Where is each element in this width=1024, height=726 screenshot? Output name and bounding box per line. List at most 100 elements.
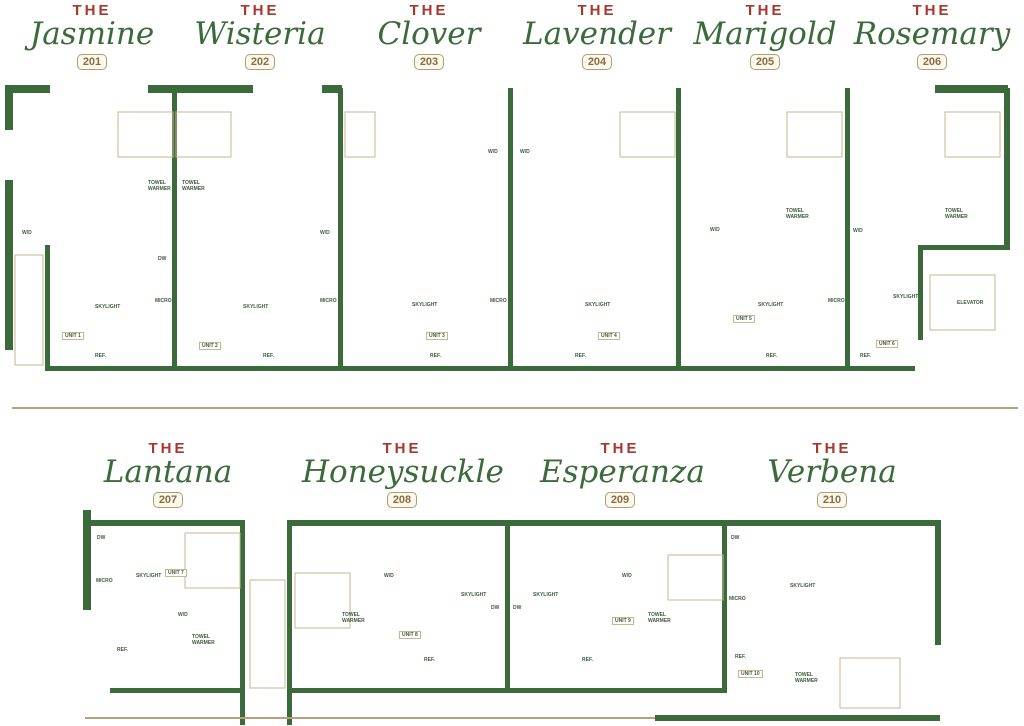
washer-dryer-label: W/D (853, 228, 863, 234)
title-prefix: THE (577, 2, 617, 19)
skylight-label: SKYLIGHT (585, 302, 611, 308)
unit-name: Wisteria (194, 16, 326, 52)
towel-warmer-label: TOWEL WARMER (192, 634, 215, 646)
microwave-label: MICRO (155, 298, 172, 304)
unit-name: Verbena (767, 454, 897, 490)
skylight-label: SKYLIGHT (412, 302, 438, 308)
unit-number-badge: 203 (413, 54, 445, 70)
refrigerator-label: REF. (575, 353, 586, 359)
unit-number-badge: 201 (76, 54, 108, 70)
skylight-label: SKYLIGHT (243, 304, 269, 310)
microwave-label: MICRO (320, 298, 337, 304)
towel-warmer-label: TOWEL WARMER (945, 208, 968, 220)
washer-dryer-label: W/D (22, 230, 32, 236)
unit-number-badge: 208 (386, 492, 418, 508)
towel-warmer-label: TOWEL WARMER (148, 180, 171, 192)
unit-tag: UNIT 4 (598, 332, 620, 340)
corridor (12, 407, 1018, 719)
refrigerator-label: REF. (766, 353, 777, 359)
unit-number-badge: 210 (816, 492, 848, 508)
title-prefix: THE (600, 440, 640, 457)
unit-name: Honeysuckle (302, 454, 504, 490)
unit-tag: UNIT 1 (62, 332, 84, 340)
walls (5, 85, 1010, 725)
towel-warmer-label: TOWEL WARMER (795, 672, 818, 684)
title-prefix: THE (812, 440, 852, 457)
towel-warmer-label: TOWEL WARMER (786, 208, 809, 220)
title-prefix: THE (148, 440, 188, 457)
microwave-label: MICRO (828, 298, 845, 304)
skylight-label: SKYLIGHT (790, 583, 816, 589)
fixtures (14, 111, 1001, 709)
elevator-label: ELEVATOR (957, 300, 984, 306)
unit-number-badge: 209 (604, 492, 636, 508)
dishwasher-label: DW (513, 605, 522, 611)
towel-warmer-label: TOWEL WARMER (342, 612, 365, 624)
skylight-label: SKYLIGHT (95, 304, 121, 310)
unit-name: Clover (377, 16, 481, 52)
refrigerator-label: REF. (95, 353, 106, 359)
refrigerator-label: REF. (735, 654, 746, 660)
skylight-label: SKYLIGHT (893, 294, 919, 300)
unit-number-badge: 204 (581, 54, 613, 70)
stairs (14, 254, 286, 689)
unit-number-badge: 205 (749, 54, 781, 70)
washer-dryer-label: W/D (622, 573, 632, 579)
washer-dryer-label: W/D (178, 612, 188, 618)
towel-warmer-label: TOWEL WARMER (182, 180, 205, 192)
skylight-label: SKYLIGHT (533, 592, 559, 598)
unit-name: Rosemary (853, 16, 1011, 52)
refrigerator-label: REF. (430, 353, 441, 359)
unit-tag: UNIT 2 (199, 342, 221, 350)
title-prefix: THE (409, 2, 449, 19)
unit-tag: UNIT 6 (876, 340, 898, 348)
title-prefix: THE (240, 2, 280, 19)
dishwasher-label: DW (731, 535, 740, 541)
washer-dryer-label: W/D (710, 227, 720, 233)
skylight-label: SKYLIGHT (758, 302, 784, 308)
unit-name: Lavender (523, 16, 671, 52)
towel-warmer-label: TOWEL WARMER (648, 612, 671, 624)
refrigerator-label: REF. (117, 647, 128, 653)
unit-number-badge: 207 (152, 492, 184, 508)
microwave-label: MICRO (490, 298, 507, 304)
refrigerator-label: REF. (424, 657, 435, 663)
unit-tag: UNIT 9 (612, 617, 634, 625)
title-prefix: THE (745, 2, 785, 19)
dishwasher-label: DW (97, 535, 106, 541)
unit-tag: UNIT 5 (733, 315, 755, 323)
dishwasher-label: DW (158, 256, 167, 262)
unit-tag: UNIT 3 (426, 332, 448, 340)
skylight-label: SKYLIGHT (136, 573, 162, 579)
unit-name: Esperanza (540, 454, 705, 490)
unit-tag: UNIT 10 (738, 670, 763, 678)
title-prefix: THE (382, 440, 422, 457)
refrigerator-label: REF. (263, 353, 274, 359)
washer-dryer-label: W/D (384, 573, 394, 579)
washer-dryer-label: W/D (488, 149, 498, 155)
refrigerator-label: REF. (582, 657, 593, 663)
washer-dryer-label: W/D (520, 149, 530, 155)
unit-number-badge: 202 (244, 54, 276, 70)
unit-tag: UNIT 8 (399, 631, 421, 639)
title-prefix: THE (72, 2, 112, 19)
washer-dryer-label: W/D (320, 230, 330, 236)
unit-name: Lantana (103, 454, 233, 490)
microwave-label: MICRO (96, 578, 113, 584)
refrigerator-label: REF. (860, 353, 871, 359)
unit-name: Marigold (693, 16, 837, 52)
unit-name: Jasmine (29, 16, 155, 52)
unit-tag: UNIT 7 (165, 569, 187, 577)
dishwasher-label: DW (491, 605, 500, 611)
microwave-label: MICRO (729, 596, 746, 602)
